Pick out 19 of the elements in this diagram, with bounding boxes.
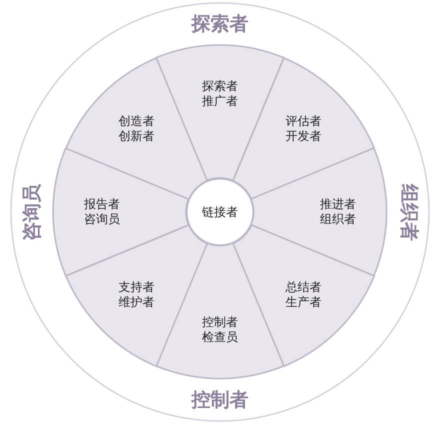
wedge-segment: [156, 45, 284, 181]
wedge-segment: [156, 243, 284, 379]
segment-label: 控制者检查员: [200, 314, 239, 345]
ring-label: 控制者: [192, 390, 248, 410]
segment-label: 支持者维护者: [118, 280, 156, 310]
segment-label: 报告者咨询员: [83, 196, 121, 227]
ring-label: 咨询员: [22, 184, 42, 240]
wedge-segment: [53, 148, 189, 276]
segment-label: 创造者创新者: [118, 114, 156, 144]
ring-label: 探索者: [192, 14, 248, 34]
segment-label: 总结者生产者: [284, 280, 322, 310]
outer-ring: [10, 2, 430, 422]
segment-label: 评估者开发者: [284, 114, 322, 144]
segment-label: 探索者推广者: [200, 79, 239, 109]
wedge-segment: [251, 148, 387, 276]
segment-label: 推进者组织者: [318, 196, 357, 227]
center-circle: [186, 178, 254, 246]
ring-label: 组织者: [398, 184, 418, 240]
center-label: 链接者: [201, 204, 239, 220]
